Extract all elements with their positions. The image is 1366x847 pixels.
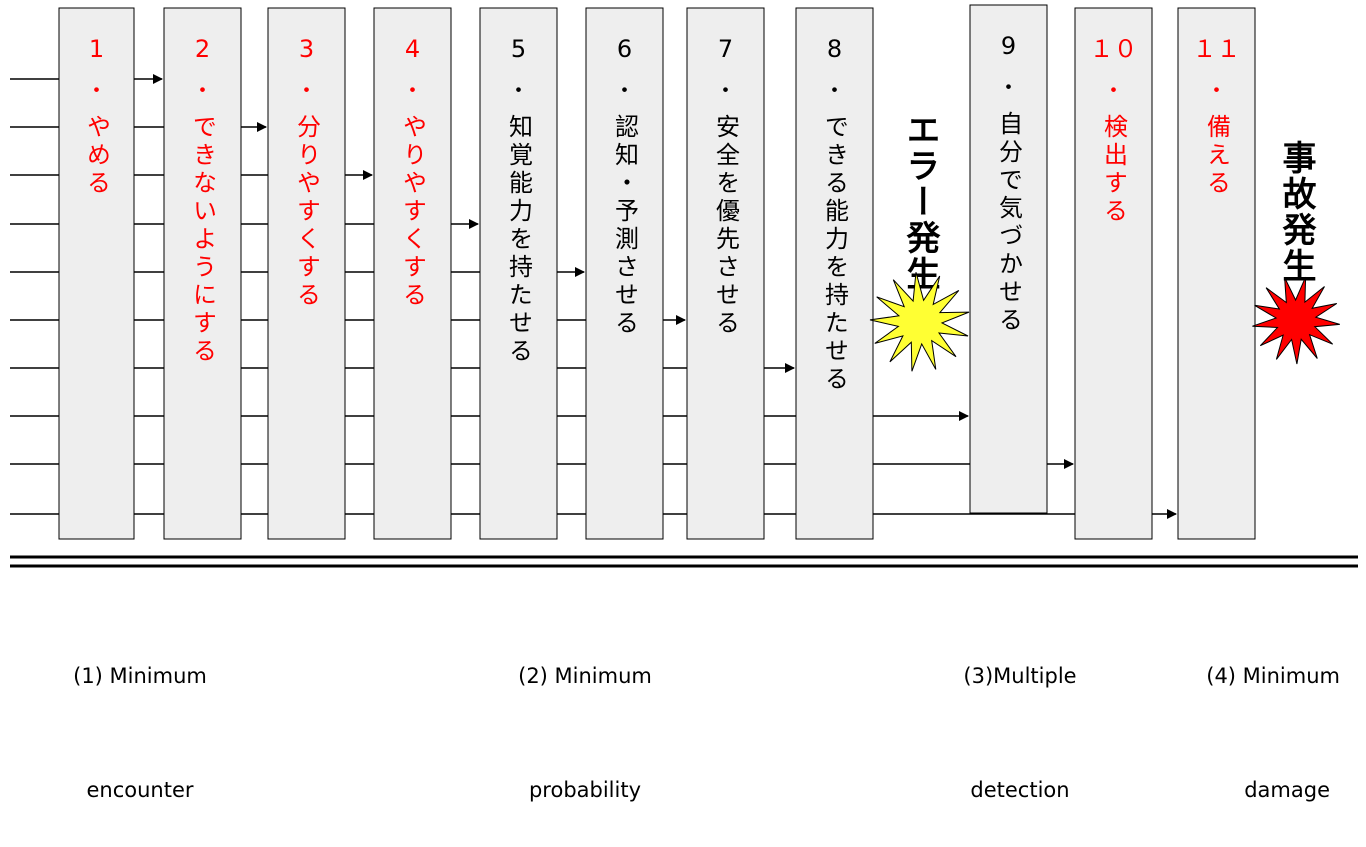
step-dot: ・ bbox=[85, 79, 107, 104]
step-number: 1 bbox=[89, 35, 104, 63]
step-box: 7 ・安全を優先させる bbox=[686, 7, 765, 540]
step-text: 知覚能力を持たせる bbox=[505, 114, 533, 366]
step-box-frame bbox=[479, 7, 558, 540]
step-text: 分りやすくする bbox=[293, 114, 321, 310]
step-box-frame bbox=[163, 7, 242, 540]
accident-event: 事故発生 bbox=[1252, 140, 1340, 365]
step-number: 6 bbox=[617, 35, 632, 63]
category-minimum-probability: (2) Minimum probability bbox=[485, 581, 685, 847]
step-text: やりやすくする bbox=[399, 114, 427, 310]
category-label-line1: (4) Minimum bbox=[1206, 664, 1340, 688]
step-text: できる能力を持たせる bbox=[821, 114, 849, 394]
step-box: １１ ・備える bbox=[1177, 7, 1256, 540]
step-number: 5 bbox=[511, 35, 526, 63]
category-minimum-damage: (4) Minimum damage bbox=[1170, 581, 1340, 847]
step-text: できないようにする bbox=[189, 114, 217, 366]
step-box-frame bbox=[795, 7, 874, 540]
step-box-frame bbox=[58, 7, 135, 540]
step-text: 認知・予測させる bbox=[611, 114, 639, 338]
step-dot: ・ bbox=[714, 79, 736, 104]
step-number: １０ bbox=[1090, 35, 1138, 63]
error-burst-icon bbox=[869, 272, 970, 372]
step-box: 2 ・できないようにする bbox=[163, 7, 242, 540]
safety-measures-diagram: 1 ・やめる 2 ・できないようにする 3 ・分りやすくする 4 ・やりやすくする 5 ・知覚能力… bbox=[10, 4, 1358, 568]
step-box-frame bbox=[267, 7, 346, 540]
step-dot: ・ bbox=[823, 79, 845, 104]
category-label-line2: detection bbox=[970, 778, 1070, 802]
accident-burst-icon bbox=[1252, 276, 1340, 365]
accident-event-label: 事故発生 bbox=[1276, 140, 1316, 284]
step-text: 検出する bbox=[1100, 114, 1128, 226]
step-box: 3 ・分りやすくする bbox=[267, 7, 346, 540]
category-label-line2: encounter bbox=[86, 778, 194, 802]
step-dot: ・ bbox=[1205, 79, 1227, 104]
error-event: エラー発生 bbox=[869, 112, 970, 372]
step-box: 6 ・認知・予測させる bbox=[585, 7, 664, 540]
step-dot: ・ bbox=[295, 79, 317, 104]
category-minimum-encounter: (1) Minimum encounter bbox=[40, 581, 240, 847]
step-box: 5 ・知覚能力を持たせる bbox=[479, 7, 558, 540]
step-box: 4 ・やりやすくする bbox=[373, 7, 452, 540]
step-dot: ・ bbox=[613, 79, 635, 104]
category-label-line1: (1) Minimum bbox=[73, 664, 207, 688]
step-text: 自分で気づかせる bbox=[995, 111, 1023, 335]
step-box-frame bbox=[686, 7, 765, 540]
step-box-frame bbox=[1074, 7, 1153, 540]
step-number: 7 bbox=[718, 35, 733, 63]
step-number: 9 bbox=[1001, 32, 1016, 60]
step-dot: ・ bbox=[507, 79, 529, 104]
step-number: １１ bbox=[1193, 35, 1241, 63]
category-label-line2: damage bbox=[1244, 778, 1330, 802]
step-box: １０ ・検出する bbox=[1074, 7, 1153, 540]
category-label-line2: probability bbox=[528, 778, 642, 802]
step-box-frame bbox=[969, 4, 1048, 514]
step-dot: ・ bbox=[191, 79, 213, 104]
step-number: 2 bbox=[195, 35, 210, 63]
step-box-frame bbox=[1177, 7, 1256, 540]
category-multiple-detection: (3)Multiple detection bbox=[950, 581, 1090, 847]
step-number: 8 bbox=[827, 35, 842, 63]
step-number: 3 bbox=[299, 35, 314, 63]
step-dot: ・ bbox=[997, 76, 1019, 101]
step-box: 8 ・できる能力を持たせる bbox=[795, 7, 874, 540]
category-label-line1: (2) Minimum bbox=[518, 664, 652, 688]
step-box-frame bbox=[373, 7, 452, 540]
step-dot: ・ bbox=[1102, 79, 1124, 104]
step-text: やめる bbox=[83, 114, 111, 198]
step-text: 備える bbox=[1203, 114, 1231, 198]
error-event-label: エラー発生 bbox=[900, 112, 940, 292]
step-box-frame bbox=[585, 7, 664, 540]
step-text: 安全を優先させる bbox=[712, 114, 740, 338]
step-dot: ・ bbox=[401, 79, 423, 104]
step-box: 9 ・自分で気づかせる bbox=[969, 4, 1048, 514]
step-box: 1 ・やめる bbox=[58, 7, 135, 540]
category-label-line1: (3)Multiple bbox=[963, 664, 1077, 688]
step-number: 4 bbox=[405, 35, 420, 63]
